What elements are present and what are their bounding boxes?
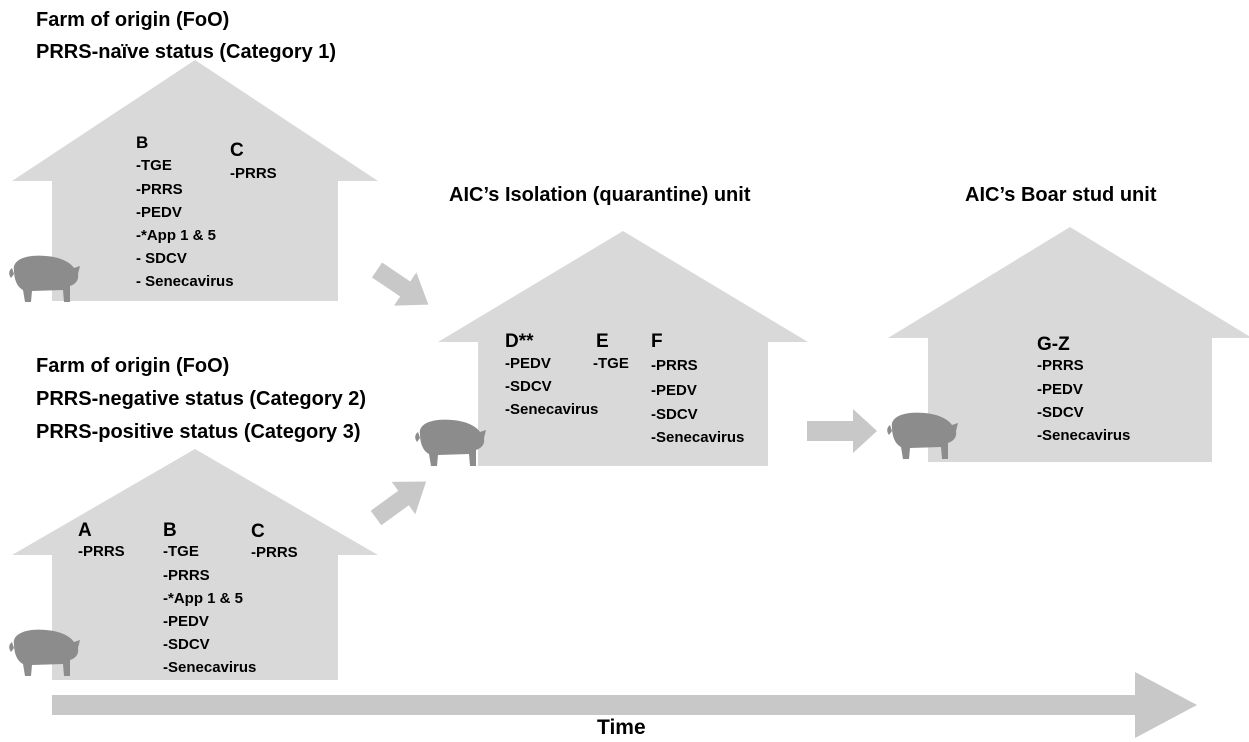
group-label-b: B <box>136 133 149 152</box>
group-label-c: C <box>230 140 244 161</box>
pathogen-item: -PEDV <box>136 204 182 221</box>
house-farm-cat23 <box>12 449 378 680</box>
pathogen-item: -Senecavirus <box>505 401 599 418</box>
header-foo2-title: Farm of origin (FoO) <box>36 355 230 377</box>
header-foo1-title: Farm of origin (FoO) <box>36 9 230 31</box>
pathogen-item: -PEDV <box>163 613 209 630</box>
header-foo2-status-negative: PRRS-negative status (Category 2) <box>36 388 367 410</box>
header-foo1-status: PRRS-naïve status (Category 1) <box>36 41 337 63</box>
pathogen-item: -SDCV <box>163 636 210 653</box>
header-foo2-status-positive: PRRS-positive status (Category 3) <box>36 421 361 443</box>
arrow-cat1-to-isolation <box>371 262 429 306</box>
header-boar-stud-unit: AIC’s Boar stud unit <box>965 184 1157 206</box>
pathogen-item: -TGE <box>593 355 629 372</box>
arrow-cat23-to-isolation <box>370 481 427 526</box>
time-arrow <box>52 672 1197 738</box>
arrow-isolation-to-boar-stud <box>807 409 877 453</box>
time-label: Time <box>597 716 646 739</box>
pathogen-item: - SDCV <box>136 250 187 267</box>
group-label-f: F <box>651 331 663 352</box>
pathogen-item: -SDCV <box>651 406 698 423</box>
pathogen-item: -Senecavirus <box>163 659 257 676</box>
header-isolation-unit: AIC’s Isolation (quarantine) unit <box>449 184 751 206</box>
pathogen-item: -*App 1 & 5 <box>136 227 217 244</box>
pathogen-item: -SDCV <box>1037 404 1084 421</box>
pathogen-item: -Senecavirus <box>1037 427 1131 444</box>
pathogen-item: -PRRS <box>163 567 210 584</box>
pathogen-item: - Senecavirus <box>136 273 234 290</box>
pathogen-item: -TGE <box>136 157 172 174</box>
pathogen-item: -PRRS <box>251 544 298 561</box>
pathogen-item: -PRRS <box>78 543 125 560</box>
group-label-e: E <box>596 331 609 352</box>
house-farm-cat1 <box>12 60 378 301</box>
pathogen-item: -PRRS <box>136 181 183 198</box>
pathogen-item: -PRRS <box>230 165 277 182</box>
pathogen-item: -PRRS <box>1037 357 1084 374</box>
pathogen-item: -PRRS <box>651 357 698 374</box>
pathogen-item: -PEDV <box>651 382 697 399</box>
group-label-c: C <box>251 521 265 542</box>
pathogen-item: -TGE <box>163 543 199 560</box>
group-label-d: D** <box>505 331 534 352</box>
house-boar-stud <box>888 227 1249 462</box>
group-label-b: B <box>163 520 177 541</box>
pathogen-item: -Senecavirus <box>651 429 745 446</box>
house-isolation <box>438 231 808 466</box>
pathogen-item: -PEDV <box>505 355 551 372</box>
group-label-a: A <box>78 520 92 541</box>
pig-icon-isolation <box>415 419 486 466</box>
pathogen-item: -SDCV <box>505 378 552 395</box>
group-label-g-z: G-Z <box>1037 334 1070 355</box>
pathogen-item: -*App 1 & 5 <box>163 590 244 607</box>
pathogen-item: -PEDV <box>1037 381 1083 398</box>
